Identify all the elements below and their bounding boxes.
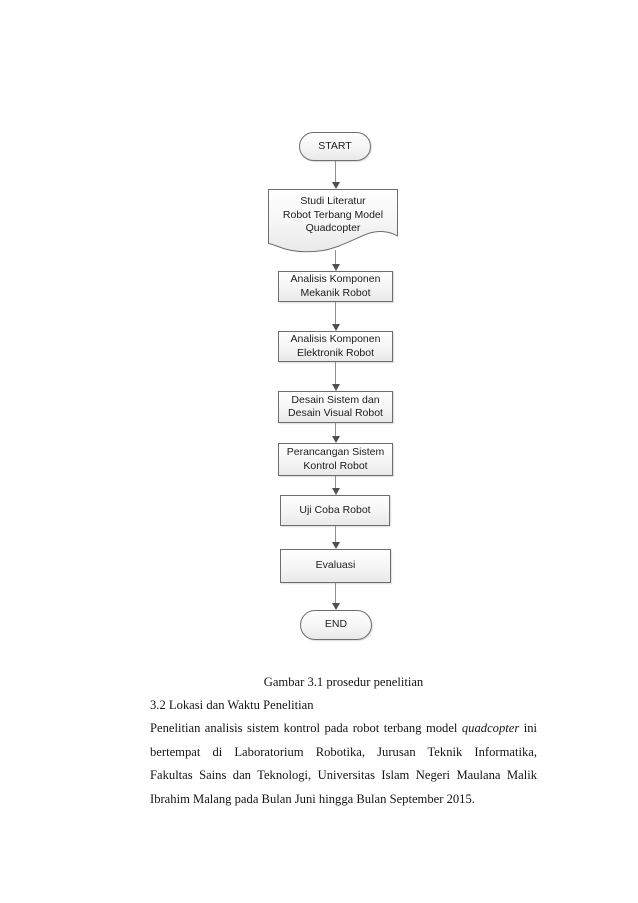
flow-node-studi-literatur: Studi Literatur Robot Terbang Model Quad… (268, 189, 398, 253)
arrowhead-icon (331, 436, 340, 443)
doc-line: Robot Terbang Model (282, 208, 384, 221)
flow-node-studi-literatur-text: Studi Literatur Robot Terbang Model Quad… (268, 195, 398, 236)
node-line: Uji Coba Robot (299, 503, 371, 516)
node-line: Perancangan Sistem (286, 446, 385, 458)
paragraph-line: Ibrahim Malang pada Bulan Juni hingga Bu… (150, 792, 475, 806)
document-shape-icon (268, 189, 398, 253)
arrow-shaft (335, 250, 336, 265)
arrowhead-icon (331, 384, 340, 391)
flow-arrow (331, 583, 340, 610)
flow-node-end: END (300, 610, 372, 640)
node-line: Kontrol Robot (303, 459, 368, 472)
paragraph-line: bertempat di Laboratorium Robotika, Juru… (150, 745, 537, 759)
paragraph-text: ini (519, 721, 537, 735)
flow-arrow (331, 423, 340, 443)
node-line: Elektronik Robot (296, 346, 375, 359)
arrow-shaft (335, 476, 336, 489)
flow-node-desain-sistem: Desain Sistem dan Desain Visual Robot (278, 391, 393, 423)
flow-node-end-label: END (324, 618, 348, 631)
flow-node-start: START (299, 132, 371, 161)
node-line: Mekanik Robot (300, 286, 371, 299)
section-heading: 3.2 Lokasi dan Waktu Penelitian (150, 698, 314, 712)
arrowhead-icon (331, 542, 340, 549)
flow-arrow (331, 526, 340, 549)
arrowhead-icon (331, 264, 340, 271)
arrowhead-icon (331, 603, 340, 610)
node-line: Analisis Komponen (290, 273, 381, 285)
arrowhead-icon (331, 182, 340, 189)
paragraph-line: Fakultas Sains dan Teknologi, Universita… (150, 768, 537, 782)
flow-node-start-label: START (318, 139, 352, 152)
figure-caption: Gambar 3.1 prosedur penelitian (263, 675, 424, 689)
flow-node-perancangan-sistem: Perancangan Sistem Kontrol Robot (278, 443, 393, 476)
flow-node-analisis-mekanik: Analisis Komponen Mekanik Robot (278, 271, 393, 302)
flow-arrow (331, 250, 340, 271)
node-line: Evaluasi (315, 559, 356, 572)
node-line: Desain Sistem dan (291, 393, 380, 406)
flow-node-uji-coba: Uji Coba Robot (280, 495, 390, 526)
doc-line: Quadcopter (305, 222, 361, 234)
arrow-shaft (335, 423, 336, 437)
doc-line: Studi Literatur (300, 195, 366, 207)
arrowhead-icon (331, 488, 340, 495)
node-line: Analisis Komponen (290, 333, 381, 345)
arrow-shaft (335, 583, 336, 604)
arrow-shaft (335, 362, 336, 385)
arrowhead-icon (331, 324, 340, 331)
arrow-shaft (335, 526, 336, 543)
node-line: Desain Visual Robot (288, 407, 383, 419)
arrow-shaft (335, 302, 336, 325)
arrow-shaft (335, 161, 336, 183)
flow-arrow (331, 476, 340, 495)
paragraph-italic-term: quadcopter (461, 721, 520, 735)
flow-arrow (331, 302, 340, 331)
flow-node-evaluasi: Evaluasi (280, 549, 391, 583)
flow-arrow (331, 161, 340, 189)
flow-arrow (331, 362, 340, 391)
flow-node-analisis-elektronik: Analisis Komponen Elektronik Robot (278, 331, 393, 362)
paragraph-text: Penelitian analisis sistem kontrol pada … (150, 721, 462, 735)
paragraph-line: Penelitian analisis sistem kontrol pada … (150, 719, 537, 737)
